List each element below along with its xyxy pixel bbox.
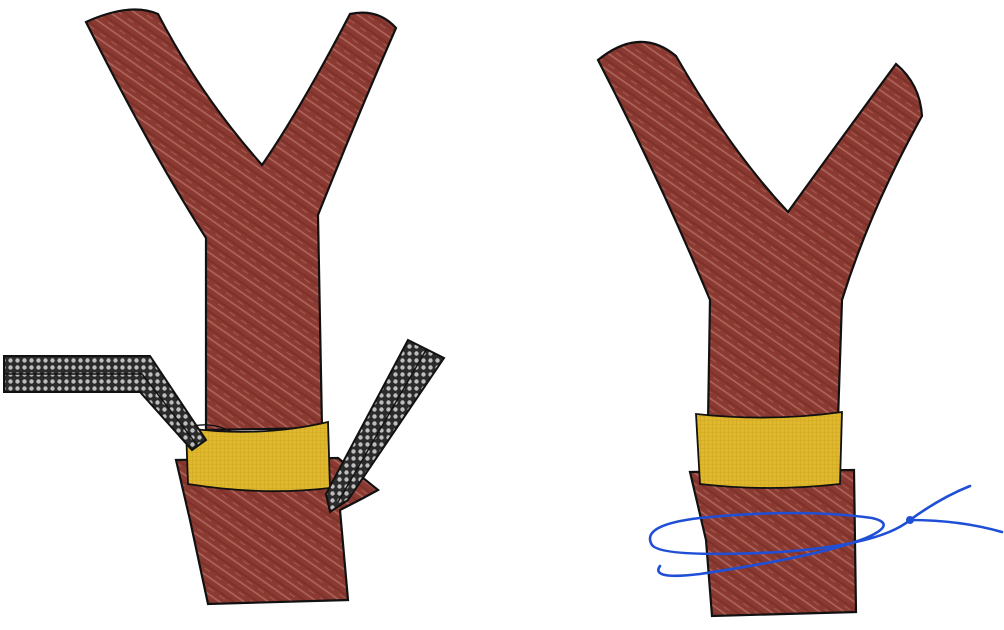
forceps-right-shaft-line	[338, 350, 426, 502]
right-bifurcated-vessel	[598, 42, 922, 422]
left-panel	[4, 10, 444, 605]
suture-tail-up	[910, 486, 970, 520]
right-yellow-graft-cuff	[696, 412, 842, 488]
suture-knot	[906, 516, 914, 524]
forceps-left-instrument	[4, 356, 206, 450]
forceps-right-instrument	[326, 340, 444, 512]
right-panel	[598, 42, 1002, 616]
left-yellow-graft-cuff	[186, 422, 330, 491]
suture-tail-right	[910, 520, 1002, 532]
right-lower-vessel-segment	[690, 470, 856, 616]
